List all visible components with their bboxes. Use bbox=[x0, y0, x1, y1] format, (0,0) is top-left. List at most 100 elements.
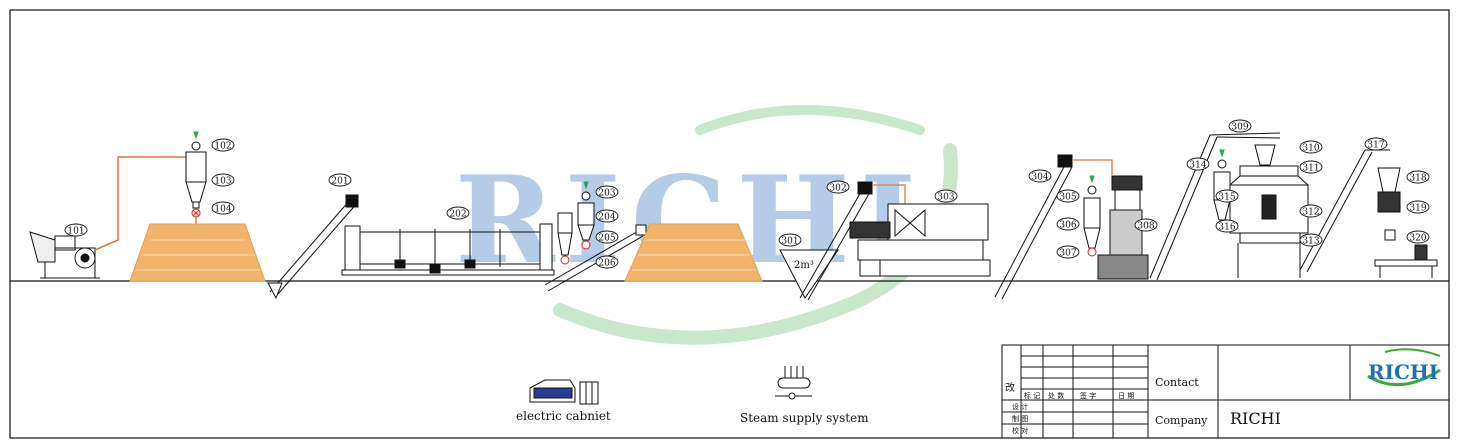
tag-number: 302 bbox=[829, 184, 846, 194]
title-block bbox=[1001, 344, 1450, 439]
tag-oval bbox=[1056, 189, 1080, 203]
screw-conveyor-206 bbox=[544, 224, 647, 292]
equipment-tag-201: 201 bbox=[328, 173, 352, 187]
tag-number: 315 bbox=[1218, 193, 1235, 203]
tb-header-2: 签 字 bbox=[1080, 391, 1096, 400]
tag-number: 205 bbox=[598, 234, 615, 244]
silo-301: 2m³ bbox=[779, 249, 839, 299]
tag-number: 202 bbox=[449, 210, 466, 220]
equipment-tag-103: 103 bbox=[211, 173, 235, 187]
company-value: RICHI bbox=[1230, 409, 1281, 428]
equipment-tag-313: 313 bbox=[1299, 233, 1323, 247]
equipment-tag-315: 315 bbox=[1215, 189, 1239, 203]
tag-oval bbox=[211, 201, 235, 215]
tag-oval bbox=[1299, 140, 1323, 154]
tag-oval bbox=[1215, 189, 1239, 203]
tag-number: 307 bbox=[1059, 249, 1076, 259]
tag-oval bbox=[826, 180, 850, 194]
cyclone-204 bbox=[557, 181, 595, 265]
equipment-tag-306: 306 bbox=[1056, 217, 1080, 231]
tag-oval bbox=[1186, 157, 1210, 171]
tag-number: 301 bbox=[781, 237, 798, 247]
drawing-border bbox=[9, 9, 1450, 439]
equipment-tag-301: 301 bbox=[778, 233, 802, 247]
tb-role-check: 校 对 bbox=[1012, 426, 1028, 435]
tag-number: 206 bbox=[598, 259, 615, 269]
equipment-tag-318: 318 bbox=[1406, 170, 1430, 184]
equipment-tag-205: 205 bbox=[595, 230, 619, 244]
electric-cabinet-icon bbox=[529, 379, 599, 405]
equipment-tag-101: 101 bbox=[64, 223, 88, 237]
tag-number: 201 bbox=[331, 177, 348, 187]
pellet-mill-308 bbox=[1097, 175, 1149, 280]
pipe-mill-to-cyclone bbox=[94, 156, 188, 251]
equipment-tag-317: 317 bbox=[1364, 137, 1388, 151]
tb-header-1: 处 数 bbox=[1048, 391, 1064, 400]
equipment-tag-307: 307 bbox=[1056, 245, 1080, 259]
pipe-302-to-mixer bbox=[872, 184, 906, 205]
tag-oval bbox=[595, 209, 619, 223]
equipment-tag-309: 309 bbox=[1228, 119, 1252, 133]
sawdust-pile-2 bbox=[624, 223, 763, 282]
tb-header-3: 日 期 bbox=[1118, 392, 1134, 400]
contact-label: Contact bbox=[1155, 376, 1199, 389]
silo-label: 2m³ bbox=[794, 260, 814, 271]
equipment-tag-311: 311 bbox=[1299, 160, 1323, 174]
sawdust-pile-1 bbox=[129, 223, 266, 282]
equipment-tag-310: 310 bbox=[1299, 140, 1323, 154]
legend-electric-cabinet-label: electric cabniet bbox=[516, 409, 611, 423]
tag-oval bbox=[211, 138, 235, 152]
logo-text: RICHI bbox=[1368, 360, 1438, 384]
tag-oval bbox=[1056, 245, 1080, 259]
equipment-tags: 101 102 103 104 201 202 203 204 205 206 301 302 303 3… bbox=[64, 119, 1430, 269]
tag-oval bbox=[1299, 160, 1323, 174]
tag-oval bbox=[1028, 169, 1052, 183]
screw-conveyor-201 bbox=[267, 194, 359, 300]
tag-number: 305 bbox=[1059, 193, 1076, 203]
tag-number: 314 bbox=[1189, 161, 1206, 171]
mixer-303 bbox=[849, 203, 991, 277]
tag-number: 319 bbox=[1409, 204, 1426, 214]
tag-number: 309 bbox=[1231, 123, 1248, 133]
tag-number: 317 bbox=[1367, 141, 1384, 151]
tag-number: 310 bbox=[1302, 144, 1319, 154]
screw-conveyor-302 bbox=[799, 181, 873, 301]
richi-logo: RICHI bbox=[1367, 348, 1441, 387]
tag-number: 303 bbox=[937, 193, 954, 203]
tag-number: 308 bbox=[1137, 222, 1154, 232]
tag-oval bbox=[1299, 233, 1323, 247]
tag-number: 318 bbox=[1409, 174, 1426, 184]
tag-number: 320 bbox=[1409, 234, 1426, 244]
tag-oval bbox=[595, 230, 619, 244]
tag-number: 316 bbox=[1218, 223, 1235, 233]
cyclone-103 bbox=[185, 131, 207, 218]
equipment-tag-302: 302 bbox=[826, 180, 850, 194]
tag-oval bbox=[1299, 204, 1323, 218]
equipment-tag-303: 303 bbox=[934, 189, 958, 203]
equipment-tag-206: 206 bbox=[595, 255, 619, 269]
tag-number: 103 bbox=[214, 177, 231, 187]
tag-oval bbox=[1134, 218, 1158, 232]
tag-number: 104 bbox=[214, 205, 231, 215]
tag-number: 102 bbox=[214, 142, 231, 152]
cooler-312 bbox=[1228, 144, 1310, 278]
tag-number: 312 bbox=[1302, 208, 1319, 218]
equipment-tag-204: 204 bbox=[595, 209, 619, 223]
tag-number: 304 bbox=[1031, 173, 1048, 183]
tb-role-draw: 制 图 bbox=[1012, 414, 1028, 423]
steam-supply-icon bbox=[775, 366, 812, 400]
tag-oval bbox=[64, 223, 88, 237]
equipment-tag-305: 305 bbox=[1056, 189, 1080, 203]
tag-number: 203 bbox=[598, 189, 615, 199]
tag-oval bbox=[1406, 200, 1430, 214]
tb-role-design: 设 计 bbox=[1012, 402, 1028, 411]
tag-number: 204 bbox=[598, 213, 615, 223]
tag-oval bbox=[1228, 119, 1252, 133]
revision-char: 改 bbox=[1005, 381, 1015, 394]
equipment-tag-308: 308 bbox=[1134, 218, 1158, 232]
tag-number: 313 bbox=[1302, 237, 1319, 247]
tag-number: 101 bbox=[67, 227, 84, 237]
equipment-tag-312: 312 bbox=[1299, 204, 1323, 218]
equipment-tag-203: 203 bbox=[595, 185, 619, 199]
